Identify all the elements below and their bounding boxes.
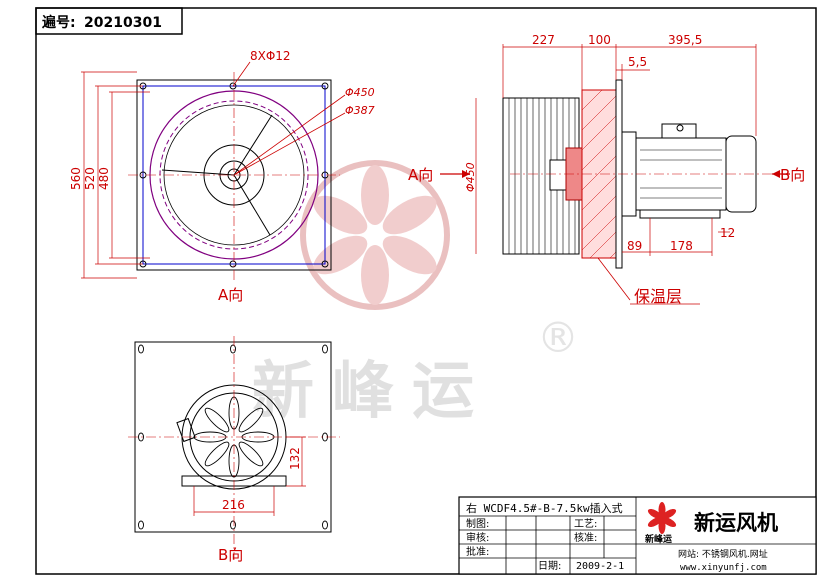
site-url: www.xinyunfj.com	[680, 563, 767, 573]
dim-holes: 8XΦ12	[250, 49, 291, 63]
arrow-a-head	[462, 170, 470, 178]
motor-fins	[640, 149, 722, 199]
dim-480: 480	[97, 167, 111, 190]
insulation-hatch	[581, 89, 617, 259]
watermark-fan-icon	[313, 165, 437, 305]
back-bolt-holes	[138, 344, 328, 530]
leader-holes	[232, 61, 251, 87]
title-block: 右 WCDF4.5#-B-7.5kw插入式 制图: 工艺: 审核: 核准: 批准…	[458, 496, 817, 575]
back-terminal-box	[176, 417, 196, 443]
dim-100: 100	[588, 33, 611, 47]
side-label-a: A向	[408, 166, 433, 184]
leader-d387	[233, 112, 346, 176]
sheet-border	[35, 7, 817, 575]
site-line: 网站: 不锈钢风机.网址	[678, 548, 768, 560]
row-craft: 工艺:	[574, 518, 597, 530]
motor-feet	[639, 209, 721, 219]
hub-arms	[161, 114, 273, 236]
row-draw: 制图:	[466, 517, 489, 530]
dim-d450: Φ450	[345, 86, 375, 99]
dim-12: 12	[720, 226, 735, 240]
dim-89: 89	[627, 239, 642, 253]
dim-132: 132	[288, 447, 302, 470]
watermark: 新峰运 ®	[252, 160, 579, 427]
watermark-brand: 新峰运	[252, 354, 492, 427]
dim-d387: Φ387	[345, 104, 375, 117]
row-date-label: 日期:	[538, 560, 561, 572]
company-name: 新运风机	[694, 511, 778, 535]
leader-d450	[233, 94, 346, 176]
dim-178: 178	[670, 239, 693, 253]
watermark-registered: ®	[537, 313, 579, 362]
dim-227: 227	[532, 33, 555, 47]
dim-560: 560	[69, 167, 83, 190]
dim-5-5: 5,5	[628, 55, 647, 69]
side-label-b: B向	[780, 166, 805, 184]
model-text: 右 WCDF4.5#-B-7.5kw插入式	[466, 501, 623, 515]
side-view: 227 100 395,5 5,5 Φ450 89 178 12 A向 B向 保…	[408, 33, 805, 306]
terminal-box	[661, 123, 697, 139]
row-check: 审核:	[466, 531, 489, 544]
side-top-dims	[502, 44, 757, 136]
title-block-frame	[458, 496, 817, 575]
back-view: 216 132 B向	[128, 336, 340, 564]
front-view: 8XΦ12 Φ450 Φ387 560 520 480 A向	[69, 49, 375, 304]
logo-text: 新峰运	[645, 533, 673, 545]
code-value: 20210301	[84, 15, 162, 31]
side-bottom-dims	[622, 218, 730, 256]
leader-insulation	[597, 257, 631, 301]
front-view-label: A向	[218, 286, 243, 304]
code-label: 遍号:	[41, 14, 76, 31]
row-approve: 批准:	[466, 545, 489, 558]
insulation-label: 保温层	[634, 287, 682, 306]
dim-216: 216	[222, 498, 245, 512]
lifting-eye	[676, 124, 684, 132]
back-dims	[193, 436, 306, 516]
row-verify: 核准:	[574, 531, 597, 544]
date-value: 2009-2-1	[576, 561, 624, 572]
back-view-label: B向	[218, 546, 243, 564]
side-dim-d450: Φ450	[464, 162, 477, 192]
dim-520: 520	[83, 167, 97, 190]
company-logo-icon	[647, 502, 677, 534]
title-block-grid	[459, 497, 816, 574]
watermark-ring	[300, 160, 450, 310]
arrow-b-head	[772, 170, 780, 178]
front-dim-lines	[81, 71, 150, 279]
dim-395-5: 395,5	[668, 33, 702, 47]
code-box	[35, 7, 183, 35]
